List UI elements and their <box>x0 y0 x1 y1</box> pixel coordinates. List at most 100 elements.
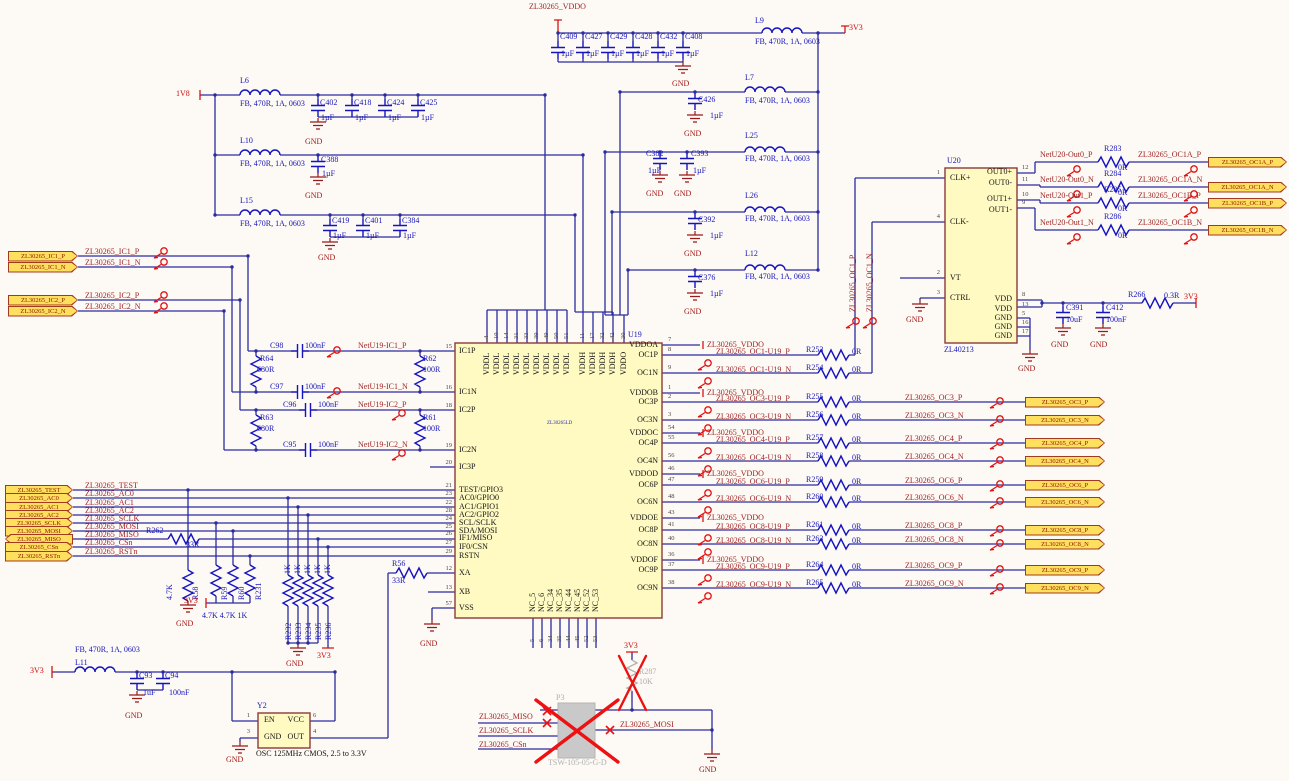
port-zl30265_oc1a_n[interactable]: ZL30265_OC1A_N <box>1208 182 1287 193</box>
port-zl30265_oc6_n[interactable]: ZL30265_OC6_N <box>1025 497 1105 508</box>
port-zl30265_oc4_p[interactable]: ZL30265_OC4_P <box>1025 438 1105 449</box>
port-zl30265_csn[interactable]: ZL30265_CSn <box>5 542 73 553</box>
value-label: R286 <box>1104 212 1122 221</box>
port-zl30265_ac2[interactable]: ZL30265_AC2 <box>5 510 73 521</box>
port-zl30265_mosi[interactable]: ZL30265_MOSI <box>5 526 73 537</box>
pin-name: NC_45 <box>573 588 582 612</box>
pin-name: VDDO <box>619 351 628 375</box>
pin-number: 18 <box>445 402 453 409</box>
port-label: ZL30265_OC3_N <box>1041 416 1089 424</box>
value-label: 1K <box>323 564 332 574</box>
u20-part: ZL40213 <box>944 345 974 354</box>
port-label: ZL30265_AC2 <box>19 511 59 519</box>
value-label: 0R <box>852 580 862 589</box>
value-label: L25 <box>745 131 758 140</box>
ground-label: GND <box>176 619 194 628</box>
value-label: FB, 470R, 1A, 0603 <box>745 154 810 163</box>
net-label: ZL30265_OC9-U19_P <box>716 562 790 571</box>
pin-name: VCC <box>287 715 304 724</box>
port-zl30265_oc9_n[interactable]: ZL30265_OC9_N <box>1025 583 1105 594</box>
pin-name: VDDH <box>578 351 587 375</box>
value-label: C94 <box>165 671 179 680</box>
port-zl30265_oc1b_n[interactable]: ZL30265_OC1B_N <box>1208 225 1287 236</box>
port-zl30265_oc8_p[interactable]: ZL30265_OC8_P <box>1025 525 1105 536</box>
value-label: C96 <box>283 400 297 409</box>
value-label: L10 <box>240 136 253 145</box>
pin-number: 16 <box>1022 319 1029 326</box>
port-zl30265_sclk[interactable]: ZL30265_SCLK <box>5 518 73 529</box>
value-label: C424 <box>387 98 405 107</box>
value-label: 1µF <box>322 169 336 178</box>
pin-name: VDDH <box>598 351 607 375</box>
port-zl30265_oc4_n[interactable]: ZL30265_OC4_N <box>1025 456 1105 467</box>
port-zl30265_ic2_p[interactable]: ZL30265_IC2_P <box>8 295 78 306</box>
value-label: R283 <box>1104 144 1122 153</box>
pin-name: OC6N <box>637 497 658 506</box>
value-label: FB, 470R, 1A, 0603 <box>745 96 810 105</box>
port-zl30265_test[interactable]: ZL30265_TEST <box>5 485 73 496</box>
value-label: R284 <box>1104 169 1122 178</box>
value-label: 100nF <box>318 440 339 449</box>
pin-number: 47 <box>668 476 675 483</box>
net-label: ZL30265_VDDO <box>529 2 586 11</box>
value-label: R258 <box>806 451 824 460</box>
value-label: 0R <box>852 536 862 545</box>
value-label: R266 <box>1128 290 1146 299</box>
u20-refdes: U20 <box>947 156 961 165</box>
port-zl30265_oc3_p[interactable]: ZL30265_OC3_P <box>1025 397 1105 408</box>
port-zl30265_ac0[interactable]: ZL30265_AC0 <box>5 493 73 504</box>
port-zl30265_oc6_p[interactable]: ZL30265_OC6_P <box>1025 480 1105 491</box>
value-label: C402 <box>320 98 338 107</box>
u19-body[interactable] <box>454 342 663 619</box>
value-label: 100nF <box>318 400 339 409</box>
value-label: 1K <box>303 564 312 574</box>
port-zl30265_oc8_n[interactable]: ZL30265_OC8_N <box>1025 539 1105 550</box>
value-label: 4.7K 4.7K 1K <box>202 611 248 620</box>
value-label: 0R <box>852 394 862 403</box>
power-net-label: 3V3 <box>317 651 331 660</box>
pin-number: 54 <box>668 424 675 431</box>
p3-refdes: P3 <box>556 693 565 702</box>
pin-number: 5 <box>529 638 536 642</box>
value-label: 0R <box>1118 163 1128 172</box>
pin-name: VDDL <box>532 352 541 375</box>
net-label: ZL30265_OC3_P <box>905 393 963 402</box>
value-label: C428 <box>635 32 653 41</box>
value-label: 0R <box>852 562 862 571</box>
value-label: 0.3R <box>1164 291 1180 300</box>
value-label: C418 <box>354 98 372 107</box>
value-label: 0R <box>852 365 862 374</box>
ground-label: GND <box>684 307 702 316</box>
net-label: ZL30265_OC1-U19_P <box>716 347 790 356</box>
value-label: 100nF <box>305 341 326 350</box>
port-zl30265_ac1[interactable]: ZL30265_AC1 <box>5 502 73 513</box>
pin-number: 46 <box>668 465 675 472</box>
power-net-label: 3V3 <box>184 596 198 605</box>
pin-name: OC9N <box>637 583 658 592</box>
value-label: R61 <box>423 413 437 422</box>
value-label: 1µF <box>333 231 347 240</box>
port-zl30265_oc3_n[interactable]: ZL30265_OC3_N <box>1025 415 1105 426</box>
port-zl30265_oc9_p[interactable]: ZL30265_OC9_P <box>1025 565 1105 576</box>
port-zl30265_ic1_n[interactable]: ZL30265_IC1_N <box>8 262 78 273</box>
port-zl30265_ic1_p[interactable]: ZL30265_IC1_P <box>8 251 78 262</box>
pin-name: CLK+ <box>950 173 971 182</box>
y2-body[interactable] <box>257 712 311 749</box>
ground-label: GND <box>672 79 690 88</box>
ground-label: GND <box>1090 340 1108 349</box>
port-zl30265_oc1b_p[interactable]: ZL30265_OC1B_P <box>1208 198 1287 209</box>
port-zl30265_oc1a_p[interactable]: ZL30265_OC1A_P <box>1208 157 1287 168</box>
value-label: 10uF <box>1066 315 1083 324</box>
pin-number: 2 <box>668 393 672 400</box>
port-zl30265_rstn[interactable]: ZL30265_RSTn <box>5 551 73 562</box>
port-zl30265_miso[interactable]: ZL30265_MISO <box>5 533 73 545</box>
net-label: ZL30265_OC3-U19_P <box>716 394 790 403</box>
net-label: ZL30265_CSn <box>479 740 527 749</box>
net-label: ZL30265_OC1_N <box>865 253 874 312</box>
u20-body[interactable] <box>944 167 1018 344</box>
port-label: ZL30265_AC1 <box>19 503 59 511</box>
port-zl30265_ic2_n[interactable]: ZL30265_IC2_N <box>8 306 78 317</box>
net-label: ZL30265_OC9_P <box>905 561 963 570</box>
pin-number: 11 <box>1022 176 1029 183</box>
